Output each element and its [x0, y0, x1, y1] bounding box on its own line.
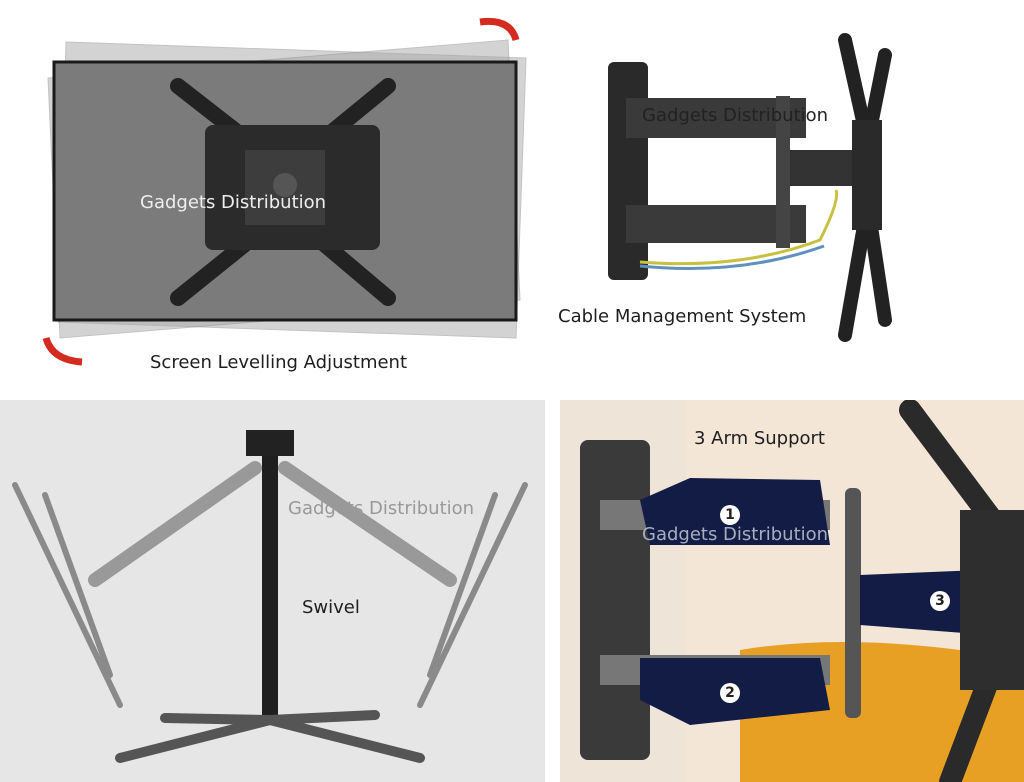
watermark: Gadgets Distribution [642, 105, 829, 126]
arm-number-1: 1 [720, 505, 740, 525]
arm-number-3: 3 [930, 591, 950, 611]
panel-cable-management: Gadgets Distribution Cable Management Sy… [540, 0, 1024, 395]
watermark: Gadgets Distribution [642, 524, 829, 545]
levelling-illustration [42, 17, 527, 366]
cable-illustration [608, 33, 892, 342]
swivel-illustration [12, 430, 528, 763]
rotate-arrow-icon [42, 336, 83, 366]
arm-number-2: 2 [720, 683, 740, 703]
caption-screen-levelling: Screen Levelling Adjustment [150, 352, 408, 373]
caption-cable-management: Cable Management System [558, 306, 807, 327]
rotate-arrow-icon [479, 17, 520, 42]
arm-support-illustration [580, 400, 1024, 782]
panel-arm-support: 1 2 3 Gadgets Distribution 3 Arm Support [560, 400, 1024, 782]
panel-swivel: Gadgets Distribution Swivel [0, 400, 545, 782]
watermark: Gadgets Distribution [288, 498, 475, 519]
watermark: Gadgets Distribution [140, 192, 327, 213]
caption-arm-support: 3 Arm Support [694, 428, 825, 449]
caption-swivel: Swivel [302, 597, 360, 618]
panel-screen-levelling: Gadgets Distribution Screen Levelling Ad… [0, 0, 540, 395]
